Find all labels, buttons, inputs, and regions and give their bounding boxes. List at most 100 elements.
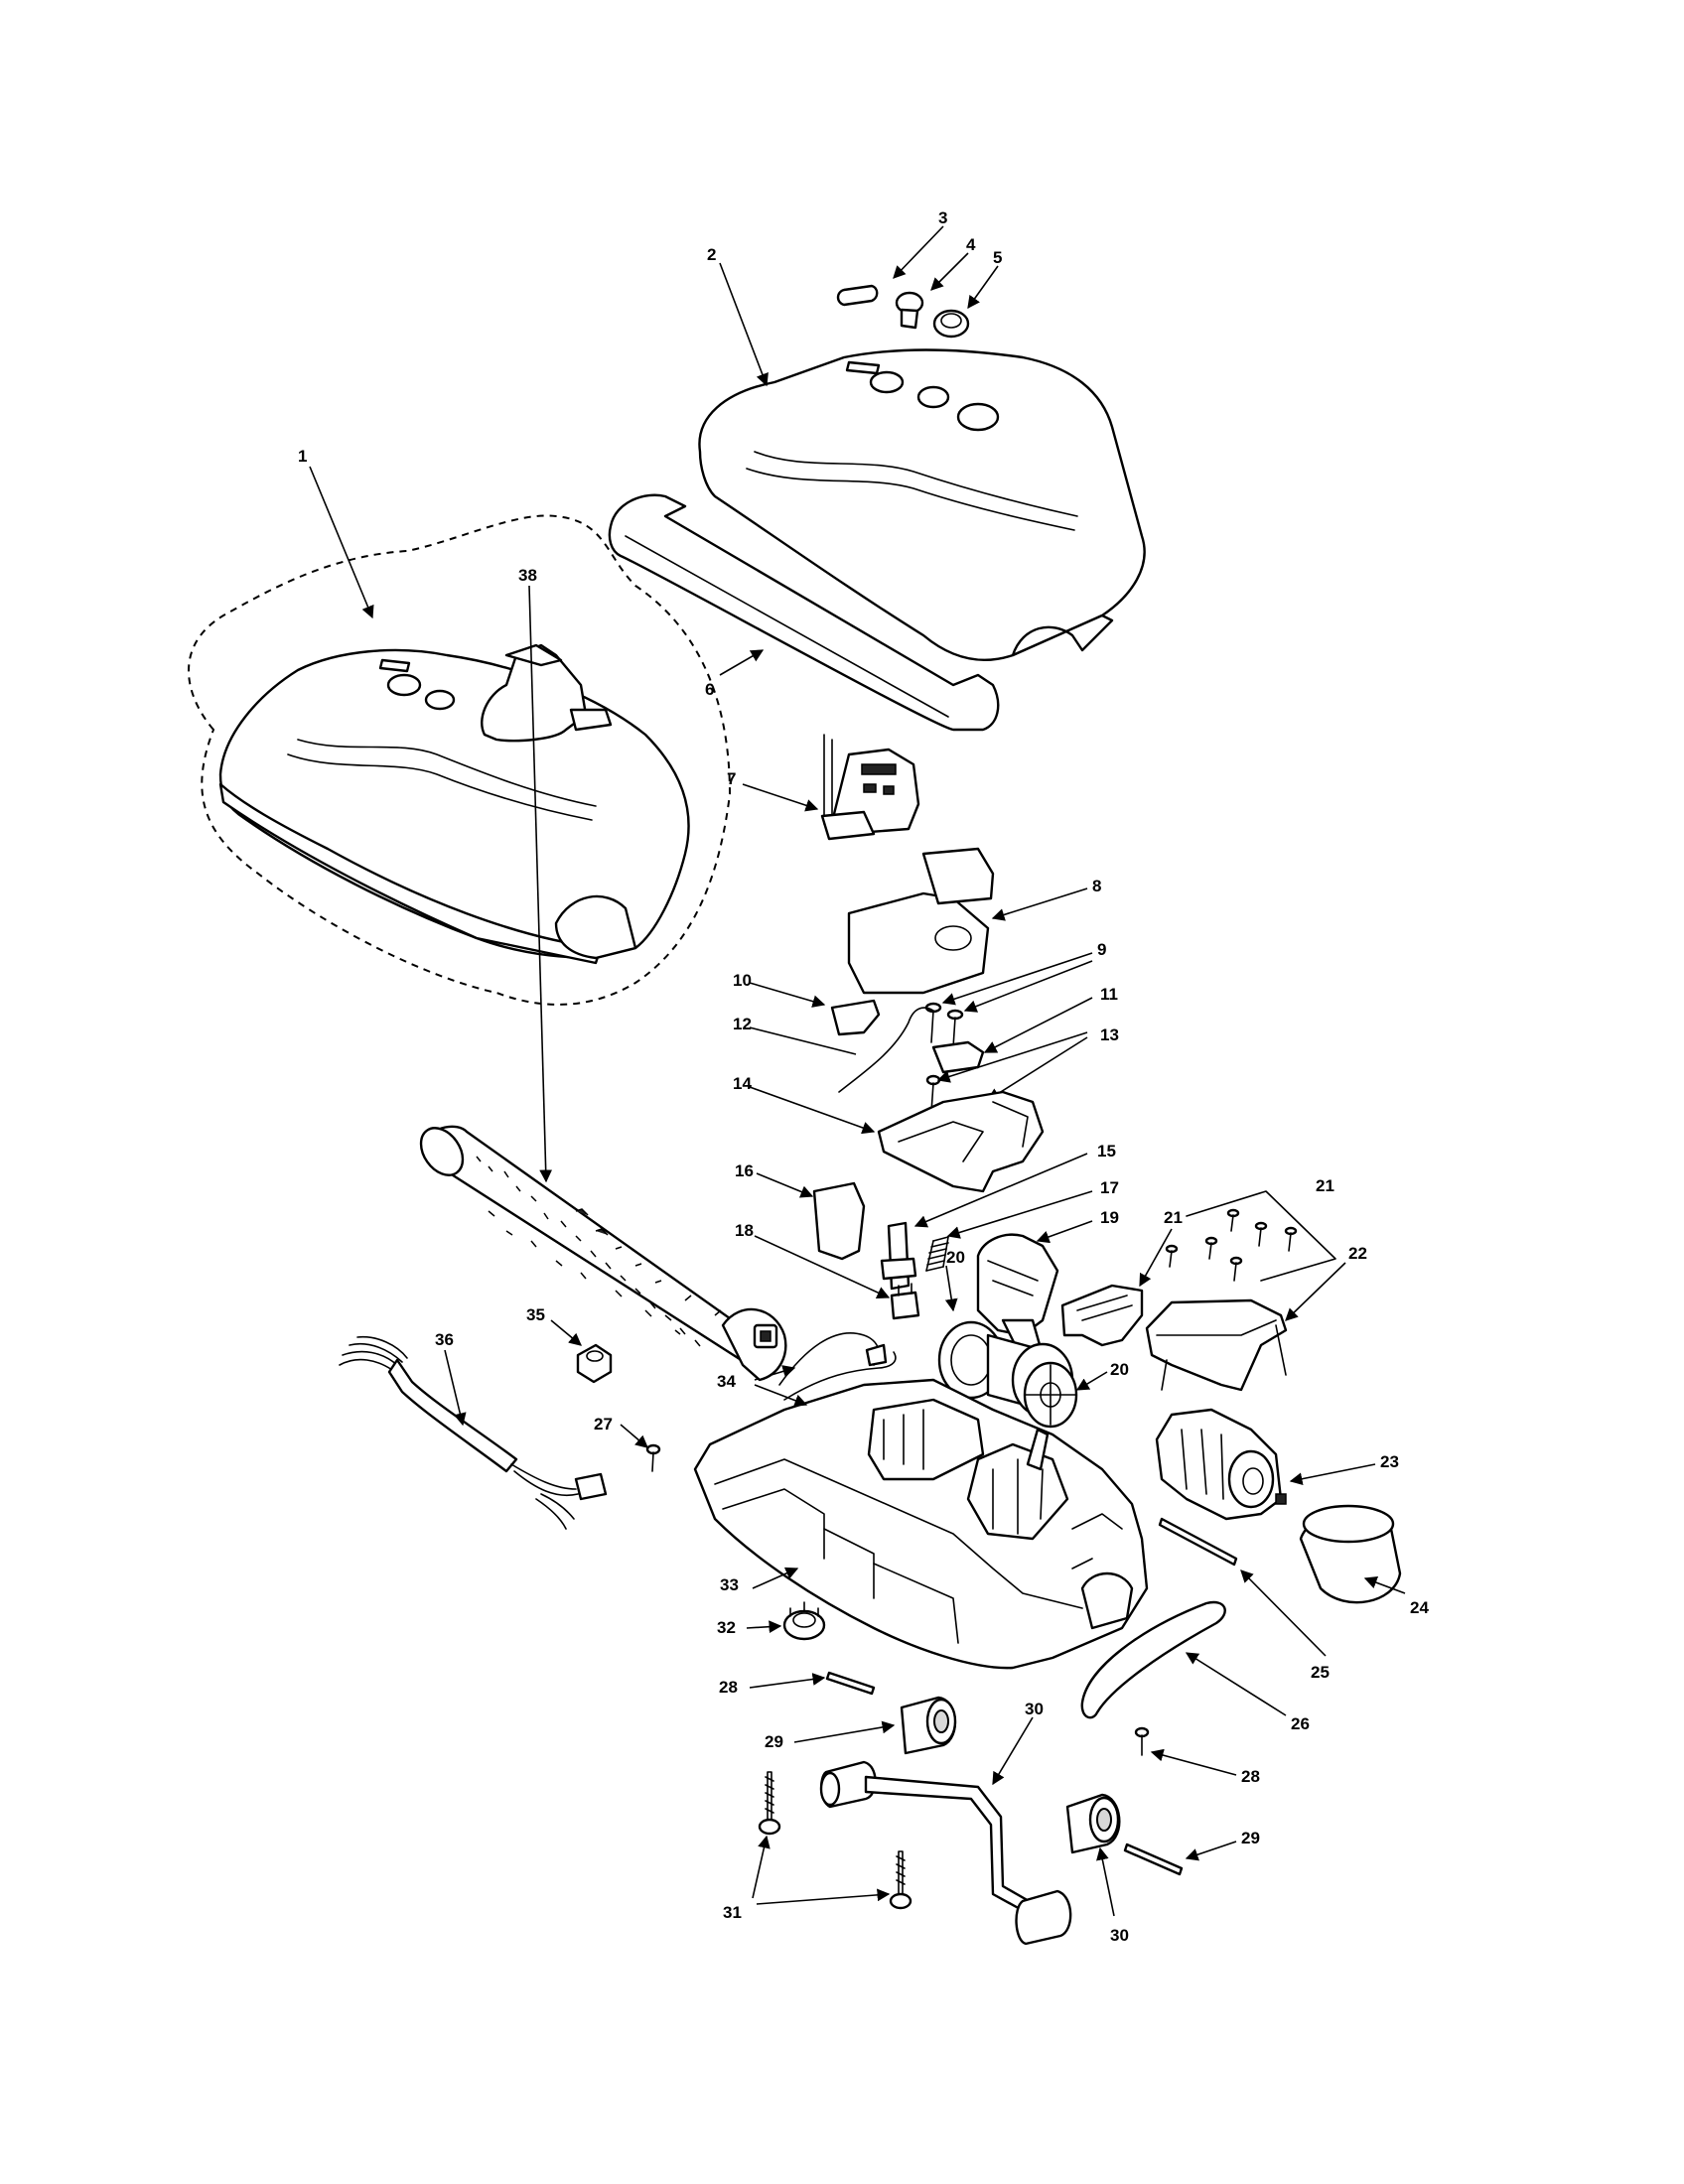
part-14-nozzle-housing	[877, 1090, 1045, 1193]
part-20-wheels	[937, 1320, 1078, 1429]
leader-30a	[793, 1720, 896, 1743]
callout-11: 11	[1100, 985, 1118, 1004]
leader-7	[742, 783, 819, 812]
leader-2	[719, 262, 769, 387]
part-31-axle	[819, 1760, 1072, 1946]
callout-33: 32	[717, 1618, 736, 1637]
callout-24: 23	[1380, 1452, 1399, 1471]
callout-26: 25	[1311, 1663, 1330, 1682]
callout-35: 34	[717, 1372, 736, 1391]
callout-1: 1	[298, 447, 307, 466]
callout-32: 31	[723, 1903, 742, 1922]
callout-34: 33	[720, 1575, 739, 1594]
part-25-band	[1299, 1504, 1402, 1604]
part-30-roller-b	[1065, 1793, 1121, 1854]
leader-27	[1185, 1652, 1287, 1716]
leader-37	[444, 1349, 467, 1427]
leader-12	[749, 1026, 857, 1055]
leader-18	[754, 1235, 891, 1299]
callout-8: 8	[1092, 877, 1101, 895]
callout-31: 30	[1025, 1700, 1044, 1718]
part-11-switch	[931, 1040, 985, 1074]
leader-10	[749, 982, 826, 1008]
part-36-nut	[576, 1343, 613, 1384]
callout-23: 22	[1348, 1244, 1367, 1263]
part-16-latch	[812, 1181, 866, 1261]
part-15-pin	[880, 1221, 917, 1291]
callout-7: 7	[727, 769, 736, 788]
part-3-slider-cap	[836, 284, 879, 307]
callout-30a: 29	[765, 1732, 783, 1751]
leader-34	[752, 1567, 799, 1589]
leader-26	[1240, 1570, 1327, 1657]
leader-9a	[941, 952, 1093, 1006]
leader-31	[992, 1716, 1034, 1786]
leader-20b	[1075, 1371, 1108, 1391]
callout-28a: 27	[594, 1415, 613, 1433]
leader-21	[1139, 1228, 1173, 1288]
leader-19	[1036, 1220, 1093, 1244]
part-28-screw-b	[1134, 1726, 1150, 1756]
part-18-connector	[890, 1283, 920, 1320]
callout-15: 15	[1097, 1142, 1116, 1160]
callout-25: 24	[1410, 1598, 1429, 1617]
callout-16: 16	[735, 1161, 754, 1180]
part-9-screws	[924, 1002, 964, 1048]
part-19-end-housing	[976, 1233, 1059, 1362]
leader-13a	[936, 1031, 1088, 1083]
part-27-belt	[1080, 1600, 1226, 1719]
leader-23	[1285, 1262, 1346, 1321]
callout-2: 2	[707, 245, 716, 264]
callout-17: 17	[1100, 1178, 1119, 1197]
part-34-base-chassis	[693, 1378, 1149, 1670]
callout-29b: 29	[1241, 1829, 1260, 1847]
part-12-wire	[838, 1007, 934, 1093]
leader-28a	[620, 1424, 648, 1448]
leader-28b	[1150, 1748, 1237, 1776]
leader-13b	[986, 1036, 1088, 1101]
leader-29a	[749, 1673, 826, 1689]
part-35-wires	[778, 1332, 897, 1401]
leader-5	[967, 265, 999, 310]
callout-12: 12	[733, 1015, 752, 1033]
part-5-ring-nut	[932, 309, 970, 339]
leader-29b	[1185, 1841, 1237, 1861]
callout-28b: 28	[1241, 1767, 1260, 1786]
leader-35b	[754, 1384, 808, 1407]
leader-9b	[963, 960, 1093, 1013]
callout-20b: 20	[1110, 1360, 1129, 1379]
leader-1	[309, 466, 374, 619]
leader-36	[550, 1319, 582, 1346]
callout-10: 10	[733, 971, 752, 990]
part-10-clip	[830, 999, 881, 1036]
leader-3	[893, 225, 944, 279]
leader-33	[746, 1620, 782, 1634]
callout-5: 5	[993, 248, 1002, 267]
part-21-bracket	[1060, 1284, 1144, 1347]
callout-20a: 20	[946, 1248, 965, 1267]
callout-6: 6	[705, 680, 714, 699]
leader-32b	[756, 1888, 891, 1905]
callout-13: 13	[1100, 1025, 1119, 1044]
callout-4: 4	[966, 235, 976, 254]
callout-38: 38	[518, 566, 537, 585]
leader-15	[913, 1153, 1088, 1228]
part-2-top-cover	[698, 348, 1146, 661]
part-28-screw-a	[645, 1443, 661, 1472]
part-30-roller-a	[900, 1696, 957, 1755]
part-33-grommet	[782, 1601, 826, 1641]
leader-25	[1363, 1576, 1406, 1594]
part-7-switch-bracket	[820, 734, 920, 841]
leader-24	[1289, 1463, 1376, 1486]
callout-9: 9	[1097, 940, 1106, 959]
part-37-wire-harness	[339, 1335, 608, 1530]
part-24-motor	[1155, 1408, 1287, 1521]
leader-8	[991, 887, 1088, 921]
part-4-knob	[895, 291, 924, 330]
leader-30b	[1096, 1846, 1115, 1917]
part-23-motor-cover	[1145, 1298, 1288, 1392]
callout-14: 14	[733, 1074, 752, 1093]
callout-29a: 28	[719, 1678, 738, 1697]
callout-21-label: 21	[1164, 1208, 1183, 1227]
